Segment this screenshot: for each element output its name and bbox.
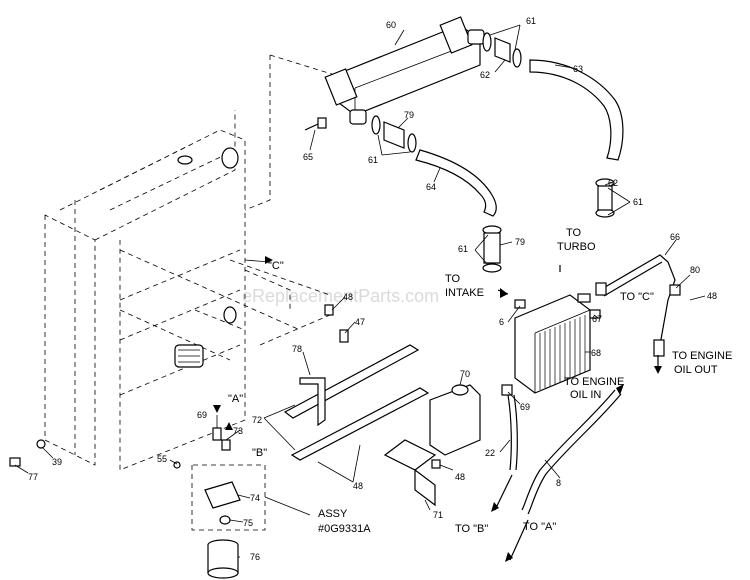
oil-tube-66 bbox=[595, 254, 676, 357]
callout-77: 77 bbox=[28, 472, 38, 482]
filter-assy-bracket bbox=[191, 464, 266, 531]
callout-39: 39 bbox=[52, 457, 62, 467]
assy-label-line2: #0G9331A bbox=[318, 523, 371, 535]
callout-72: 72 bbox=[252, 415, 262, 425]
clamp-61-top bbox=[482, 32, 522, 68]
callout-48: 48 bbox=[353, 481, 363, 491]
callout-63: 63 bbox=[573, 64, 583, 74]
callout-65: 65 bbox=[303, 152, 313, 162]
to-b-label: TO "B" bbox=[455, 523, 488, 535]
ref-b-label: "B" bbox=[252, 447, 267, 459]
callout-69: 69 bbox=[520, 402, 530, 412]
callout-68: 68 bbox=[591, 348, 601, 358]
radiator-assembly bbox=[44, 54, 336, 471]
hose-64 bbox=[415, 149, 497, 217]
callout-47: 47 bbox=[355, 317, 365, 327]
callout-66: 66 bbox=[670, 232, 680, 242]
ref-a-label: "A" bbox=[228, 393, 243, 405]
callout-64: 64 bbox=[426, 182, 436, 192]
oil-filter-76 bbox=[207, 539, 239, 579]
assy-label-line1: ASSY bbox=[318, 508, 348, 520]
oil-hose-22 bbox=[494, 394, 518, 511]
callout-22: 22 bbox=[485, 448, 495, 458]
to-engine-oil-in-line1: TO ENGINE bbox=[564, 376, 624, 388]
callout-69: 69 bbox=[197, 410, 207, 420]
annotations: TO TURBO TO INTAKE TO "C" "C" TO ENGINE … bbox=[228, 227, 732, 535]
clamp-61-right bbox=[595, 178, 615, 218]
callout-71: 71 bbox=[433, 510, 443, 520]
callout-60: 60 bbox=[386, 20, 396, 30]
callouts: 60 61 62 63 65 79 61 64 62 61 61 79 66 8… bbox=[28, 16, 717, 562]
to-turbo-label-line2: TURBO bbox=[557, 241, 596, 253]
to-engine-oil-out-line1: TO ENGINE bbox=[672, 350, 732, 362]
callout-73: 73 bbox=[233, 426, 243, 436]
coolant-tank bbox=[429, 384, 481, 456]
flow-arrows bbox=[213, 256, 662, 562]
callout-70: 70 bbox=[460, 369, 470, 379]
bolt-65 bbox=[304, 117, 327, 131]
callout-61: 61 bbox=[633, 197, 643, 207]
callout-61: 61 bbox=[458, 244, 468, 254]
callout-48: 48 bbox=[707, 291, 717, 301]
hose-63 bbox=[529, 59, 624, 161]
bracket-rails bbox=[283, 344, 430, 461]
callout-76: 76 bbox=[250, 552, 260, 562]
callout-67: 67 bbox=[592, 314, 602, 324]
hose-62-top bbox=[494, 37, 511, 63]
callout-55: 55 bbox=[157, 454, 167, 464]
callout-78: 78 bbox=[292, 344, 302, 354]
callout-48: 48 bbox=[343, 292, 353, 302]
bracket-71 bbox=[383, 439, 437, 507]
callout-6: 6 bbox=[499, 317, 504, 327]
clamp-61-mid bbox=[371, 115, 417, 153]
oil-cooler bbox=[514, 293, 591, 394]
leader-lines bbox=[14, 24, 706, 558]
watermark-text: eReplacementParts.com bbox=[242, 286, 439, 306]
callout-79: 79 bbox=[404, 110, 414, 120]
callout-61: 61 bbox=[526, 16, 536, 26]
callout-61: 61 bbox=[368, 155, 378, 165]
callout-62: 62 bbox=[608, 178, 618, 188]
callout-74: 74 bbox=[250, 493, 260, 503]
to-engine-oil-out-line2: OIL OUT bbox=[674, 364, 718, 376]
to-c-label: TO "C" bbox=[620, 291, 654, 303]
callout-62: 62 bbox=[480, 70, 490, 80]
callout-80: 80 bbox=[690, 265, 700, 275]
to-turbo-label-line1: TO bbox=[566, 227, 582, 239]
callout-48: 48 bbox=[455, 472, 465, 482]
callout-79: 79 bbox=[515, 237, 525, 247]
charge-air-cooler bbox=[324, 16, 485, 125]
to-intake-label-line2: INTAKE bbox=[445, 287, 484, 299]
to-engine-oil-in-line2: OIL IN bbox=[570, 389, 601, 401]
callout-8: 8 bbox=[556, 478, 561, 488]
callout-75: 75 bbox=[243, 518, 253, 528]
fittings bbox=[9, 284, 681, 469]
ref-c-label: "C" bbox=[268, 260, 284, 272]
clamp-61-lower bbox=[482, 225, 502, 273]
to-a-label: TO "A" bbox=[523, 521, 556, 533]
oil-hose-8 bbox=[509, 389, 622, 561]
to-intake-label-line1: TO bbox=[445, 273, 461, 285]
